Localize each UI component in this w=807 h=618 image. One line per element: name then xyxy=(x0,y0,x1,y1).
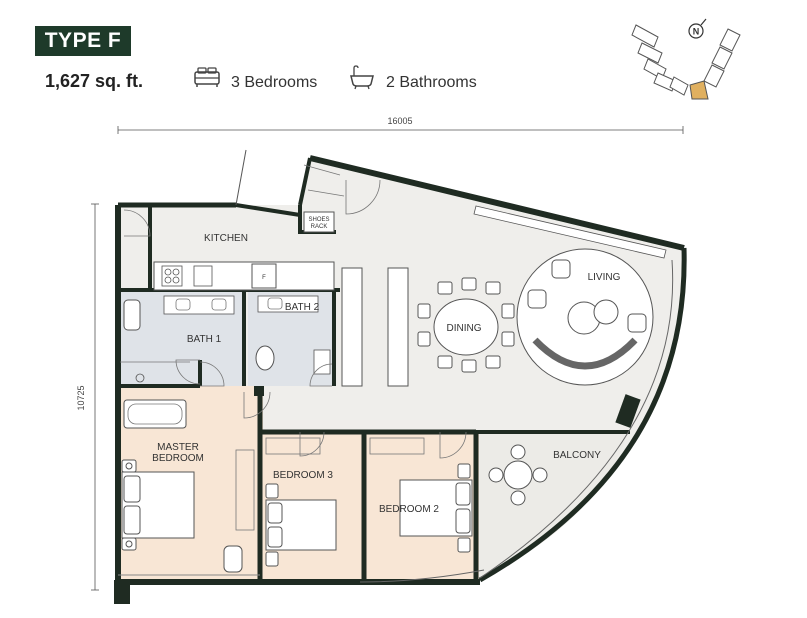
master-bedroom-label-2: BEDROOM xyxy=(152,453,204,464)
dining-label: DINING xyxy=(447,323,482,334)
compass-north-label: N xyxy=(693,27,700,37)
bedroom2-bed xyxy=(399,463,473,553)
unit-type-badge: TYPE F xyxy=(35,26,131,56)
bath2-label: BATH 2 xyxy=(285,302,320,313)
height-dimension: 10725 xyxy=(76,385,86,410)
bed-icon xyxy=(194,67,220,87)
master-bedroom-label-1: MASTER xyxy=(157,442,199,453)
bedrooms-count: 3 Bedrooms xyxy=(231,74,318,91)
balcony-label: BALCONY xyxy=(553,450,601,461)
width-dimension: 16005 xyxy=(387,116,412,126)
bathrooms-count: 2 Bathrooms xyxy=(386,74,477,91)
living-set xyxy=(516,248,654,386)
compass-icon: N xyxy=(688,18,707,39)
shoes-rack-label-2: RACK xyxy=(311,224,328,230)
living-label: LIVING xyxy=(588,272,621,283)
shoes-rack-label-1: SHOES xyxy=(308,217,329,223)
master-bed xyxy=(121,459,195,551)
balcony-table xyxy=(488,444,548,506)
bedroom2-label: BEDROOM 2 xyxy=(379,504,439,515)
dining-table xyxy=(417,277,515,373)
bath1-label: BATH 1 xyxy=(187,334,222,345)
key-plan: N xyxy=(631,18,741,100)
bedroom3-label: BEDROOM 3 xyxy=(273,470,333,481)
fridge-label: F xyxy=(262,275,266,281)
kitchen-label: KITCHEN xyxy=(204,233,248,244)
bathtub-icon xyxy=(350,65,374,90)
bedroom3-bed xyxy=(265,483,337,567)
unit-area: 1,627 sq. ft. xyxy=(45,71,144,91)
